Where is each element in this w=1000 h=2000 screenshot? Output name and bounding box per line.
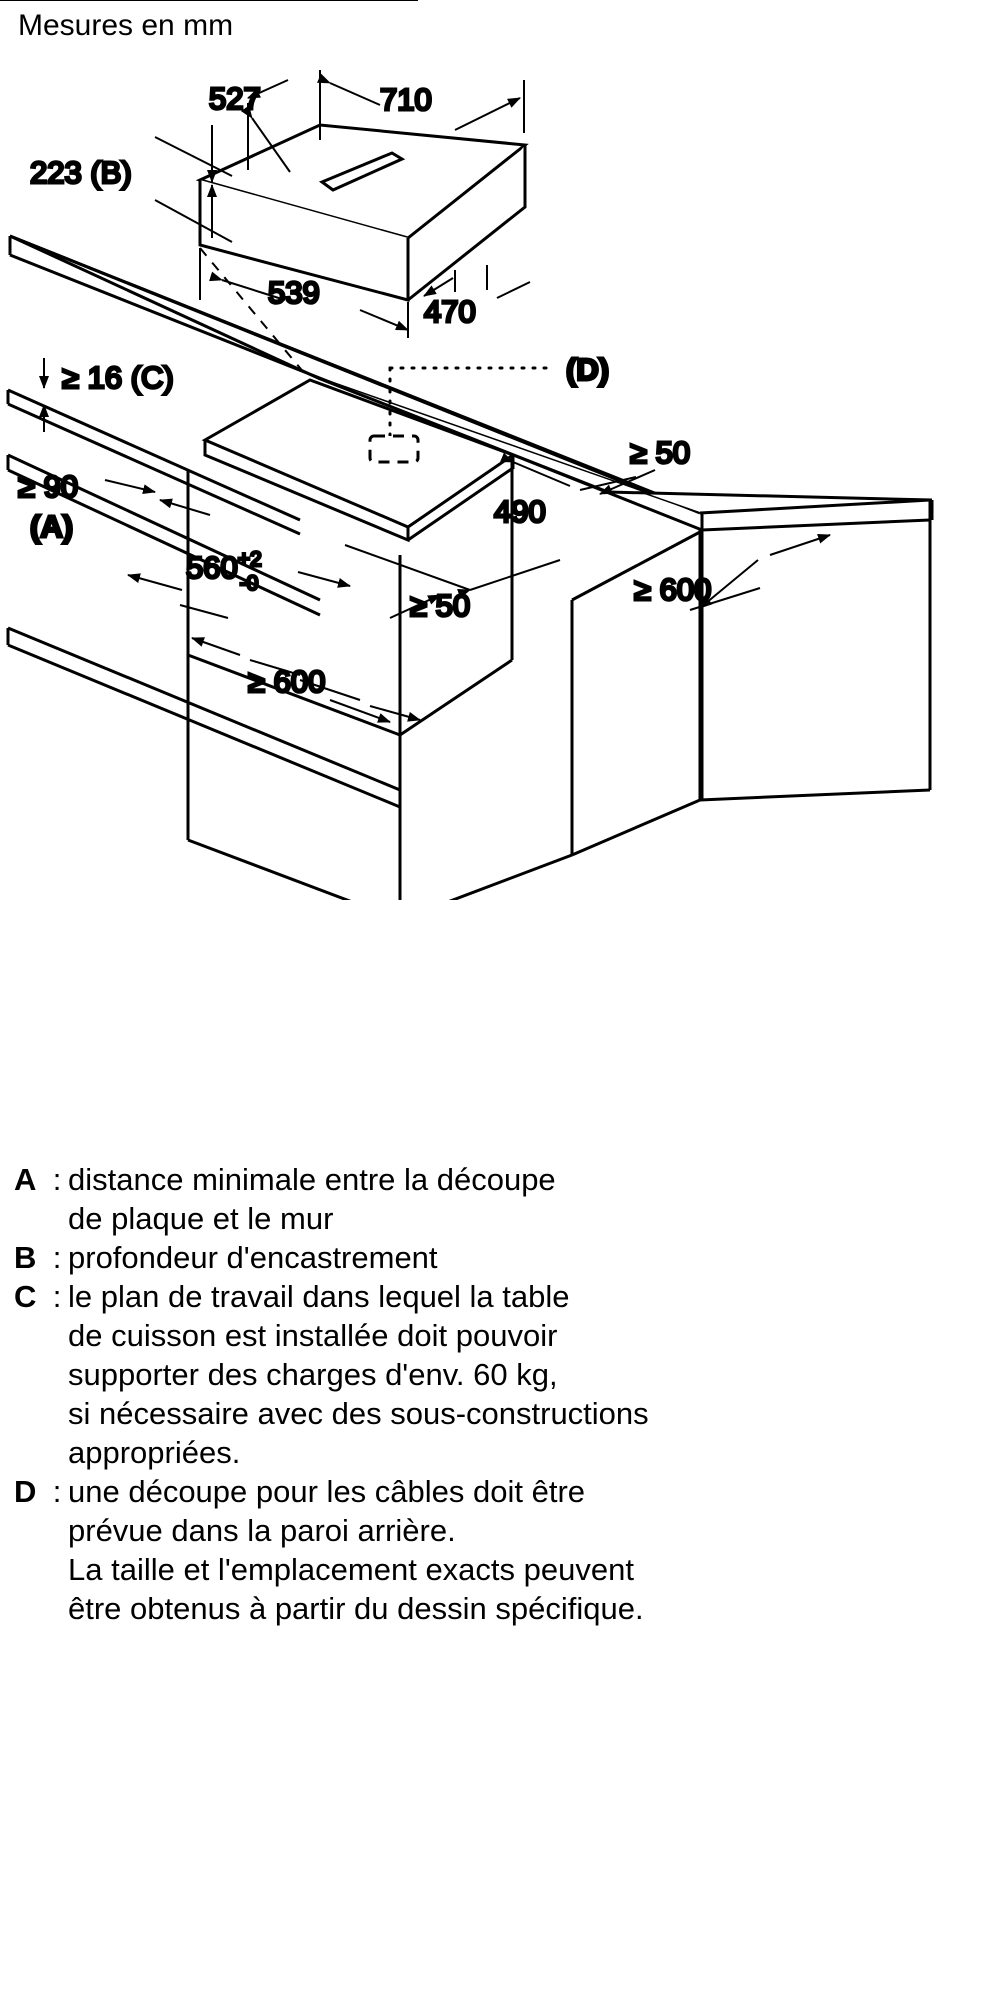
dimension-50-mid-label: ≥ 50 — [410, 588, 470, 623]
dimension-710-label: 710 — [380, 82, 432, 117]
dimension-90-label: ≥ 90 — [18, 469, 78, 504]
legend-line: prévue dans la paroi arrière. — [68, 1513, 456, 1548]
legend: A : distance minimale entre la découpe d… — [0, 1160, 1000, 1628]
units-note: Mesures en mm — [18, 9, 234, 42]
legend-line: distance minimale entre la découpe — [68, 1162, 556, 1197]
legend-text-c: le plan de travail dans lequel la table … — [68, 1277, 1000, 1472]
legend-item-c: C : le plan de travail dans lequel la ta… — [0, 1277, 1000, 1472]
dimension-D-label: (D) — [566, 352, 609, 387]
dimension-50-mid — [389, 594, 441, 619]
dimension-490-label: 490 — [494, 494, 546, 529]
worktop-left-strip — [6, 388, 321, 617]
dimension-539 — [199, 248, 409, 338]
legend-line: une découpe pour les câbles doit être — [68, 1474, 586, 1509]
legend-key-a: A — [14, 1162, 37, 1197]
legend-line: le plan de travail dans lequel la table — [68, 1279, 570, 1314]
dimension-90-A — [104, 479, 211, 516]
legend-colon-d: : — [52, 1474, 62, 1509]
dimension-223-label: 223 (B) — [30, 155, 132, 190]
technical-drawing: 527 710 223 (B) 5 — [0, 0, 934, 900]
legend-text-a: distance minimale entre la découpe de pl… — [68, 1160, 1000, 1238]
legend-line: si nécessaire avec des sous-construction… — [68, 1396, 649, 1431]
dimension-600-left — [191, 637, 391, 723]
legend-line: appropriées. — [68, 1435, 241, 1470]
legend-colon-c: : — [52, 1279, 62, 1314]
dimension-490 — [0, 0, 637, 599]
legend-item-b: B : profondeur d'encastrement — [0, 1238, 1000, 1277]
cable-cutout-callout — [388, 366, 554, 440]
legend-line: supporter des charges d'env. 60 kg, — [68, 1357, 558, 1392]
dimension-470 — [423, 265, 531, 299]
dimension-90-A-letter: (A) — [30, 509, 73, 544]
legend-line: être obtenus à partir du dessin spécifiq… — [68, 1591, 644, 1626]
legend-key-d: D — [14, 1474, 37, 1509]
dimension-223-B — [154, 125, 233, 243]
dimension-470-label: 470 — [424, 294, 476, 329]
legend-line: La taille et l'emplacement exacts peuven… — [68, 1552, 634, 1587]
legend-line: de cuisson est installée doit pouvoir — [68, 1318, 558, 1353]
legend-item-d: D : une découpe pour les câbles doit êtr… — [0, 1472, 1000, 1628]
legend-item-a: A : distance minimale entre la découpe d… — [0, 1160, 1000, 1238]
legend-line: profondeur d'encastrement — [68, 1240, 438, 1275]
dimension-50-top-label: ≥ 50 — [630, 435, 690, 470]
dimension-710 — [317, 73, 525, 133]
dimension-560 — [127, 571, 421, 840]
legend-key-b: B — [14, 1240, 37, 1275]
cable-cutout-rect — [368, 434, 420, 464]
worktop-cutout — [201, 378, 517, 543]
dimension-50-top — [599, 469, 656, 495]
legend-text-d: une découpe pour les câbles doit être pr… — [68, 1472, 1000, 1628]
legend-text-b: profondeur d'encastrement — [68, 1238, 1000, 1277]
dimension-527-label: 527 — [209, 81, 261, 116]
dimension-16-C-label: ≥ 16 (C) — [62, 360, 174, 395]
dimension-539-label: 539 — [268, 275, 320, 310]
legend-line: de plaque et le mur — [68, 1201, 334, 1236]
hob-body — [198, 145, 527, 302]
dimension-560-label: 560+2-0 — [186, 548, 262, 595]
projection-dashed — [199, 247, 311, 381]
worktop-right-edge — [699, 498, 932, 532]
legend-key-c: C — [14, 1279, 37, 1314]
cabinet-carcass — [6, 455, 932, 900]
legend-colon-b: : — [52, 1240, 62, 1275]
legend-colon-a: : — [52, 1162, 62, 1197]
